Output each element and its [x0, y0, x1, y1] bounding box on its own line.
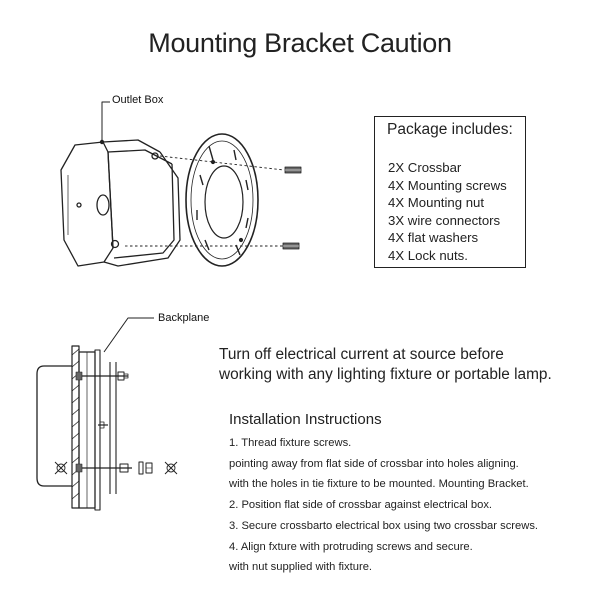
- screw-bottom: [282, 242, 300, 250]
- mounting-plate: [185, 133, 259, 267]
- installation-title: Installation Instructions: [229, 411, 382, 428]
- installation-step: with the holes in tie fixture to be moun…: [229, 478, 529, 491]
- installation-step: with nut supplied with fixture.: [229, 561, 373, 574]
- package-contents-box: Package includes: 2X Crossbar 4X Mountin…: [374, 116, 526, 268]
- outlet-box-label: Outlet Box: [112, 94, 164, 106]
- installation-step: 3. Secure crossbarto electrical box usin…: [229, 519, 539, 532]
- side-view-assembly: [36, 345, 178, 511]
- installation-steps: 1. Thread fixture screws. pointing away …: [229, 433, 538, 578]
- alignment-lines: [125, 155, 285, 247]
- package-item: 4X flat washers: [388, 230, 479, 245]
- outlet-box: [60, 139, 181, 267]
- package-item: 4X Mounting screws: [388, 177, 507, 193]
- installation-step: 2. Position flat side of crossbar agains…: [229, 499, 493, 512]
- package-item: 2X Crossbar: [388, 160, 462, 175]
- installation-step: 1. Thread fixture screws.: [229, 437, 352, 449]
- package-list: 2X Crossbar 4X Mounting screws 4X Mounti…: [388, 159, 507, 264]
- backplane-label: Backplane: [158, 312, 210, 324]
- backplane-leader: [103, 317, 154, 353]
- package-item: 4X Mounting nut: [388, 195, 485, 210]
- package-title: Package includes:: [387, 121, 513, 138]
- caution-line-2: working with any lighting fixture or por…: [219, 366, 552, 383]
- outlet-box-leader: [101, 101, 110, 142]
- caution-text: Turn off electrical current at source be…: [219, 345, 594, 385]
- package-item: 4X Lock nuts.: [388, 247, 468, 263]
- caution-line-1: Turn off electrical current at source be…: [219, 346, 504, 363]
- page-title: Mounting Bracket Caution: [148, 28, 452, 58]
- installation-step: 4. Align fxture with protruding screws a…: [229, 540, 473, 553]
- installation-step: pointing away from flat side of crossbar…: [229, 457, 519, 470]
- package-item: 3X wire connectors: [388, 212, 501, 228]
- screw-top: [284, 166, 302, 174]
